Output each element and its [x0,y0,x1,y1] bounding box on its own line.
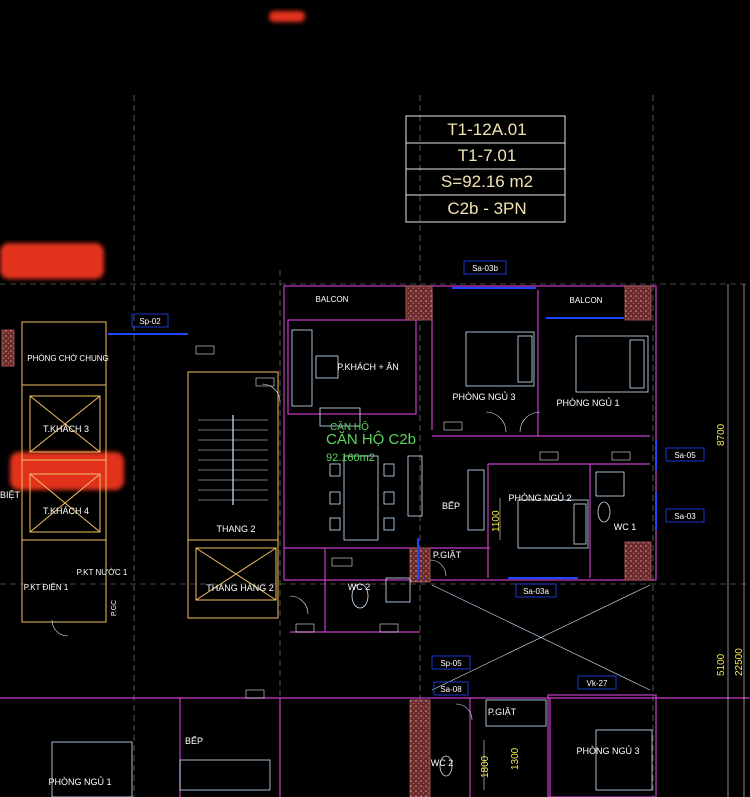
dimension-value: 1100 [491,510,502,532]
apartment-name-b: CĂN HỘ C2b [326,431,416,448]
openings [108,287,657,580]
room-label: P.GC [111,600,118,616]
room-label: PHÒNG NGỦ 3 [576,745,639,756]
room-label: P.GIẶT [488,707,517,717]
structural-columns [1,285,652,797]
room-label: PHÒNG NGỦ 1 [48,776,111,787]
room-label: P.KT ĐIỆN 1 [24,583,69,592]
dimension-value: 5100 [716,653,727,676]
doors [51,383,541,721]
room-label: P.KT NƯỚC 1 [77,568,128,577]
tag-label: Sa-03b [472,264,498,273]
title-block [405,115,566,223]
stair-treads [198,415,268,505]
tag-label: Sp-05 [440,659,462,668]
dimension-value: 8700 [716,423,727,446]
door-tags [195,345,631,699]
title-row-2: T1-7.01 [458,146,517,165]
grid-lines [0,95,750,797]
dimension-value: 1300 [510,747,521,770]
dimension-value: 1800 [480,755,491,778]
title-row-3: S=92.16 m2 [441,172,533,191]
room-label: WC 2 [431,758,454,768]
tag-label: Sa-05 [674,451,696,460]
room-label: PHÒNG NGỦ 1 [556,397,619,408]
apartment-name-a: CĂN HỘ [330,420,369,433]
room-label: PHÒNG NGỦ 2 [508,492,571,503]
room-label: T.KHÁCH 4 [43,506,89,516]
room-label: P.KHÁCH + ĂN [337,362,399,372]
room-label: BIỆT [0,490,20,500]
title-row-4: C2b - 3PN [447,199,526,218]
tag-label: Sp-02 [139,317,161,326]
room-label: BẾP [185,736,203,746]
tag-label: Sa-03 [674,512,696,521]
room-label: WC 1 [614,522,637,532]
room-label: THANG 2 [216,524,255,534]
tag-label: Vk-27 [587,679,608,688]
room-label: PHÒNG NGỦ 3 [452,391,515,402]
room-label: BALCON [570,296,603,305]
tag-label: Sa-03a [523,587,549,596]
room-label: T.KHÁCH 3 [43,424,89,434]
room-label: PHÒNG CHỜ CHUNG [27,354,109,363]
element-tags: Sa-03b Sp-02 Sa-05 Sa-03 Sa-03a Sp-05 Sa… [131,260,705,696]
room-label: WC 2 [348,582,371,592]
room-label: P.GIẶT [433,550,462,560]
tag-label: Sa-08 [440,685,462,694]
room-label: BALCON [316,295,349,304]
walls [0,285,750,797]
dimension-value: 22500 [734,648,745,676]
dimension-lines [483,284,745,797]
apartment-area: 92.160m2 [326,452,375,464]
room-label: THANG HÀNG 2 [206,583,274,593]
furniture [51,329,653,797]
title-row-1: T1-12A.01 [447,120,526,139]
room-label: BẾP [442,501,460,511]
core-walls [21,321,279,623]
void-cross [431,584,651,691]
